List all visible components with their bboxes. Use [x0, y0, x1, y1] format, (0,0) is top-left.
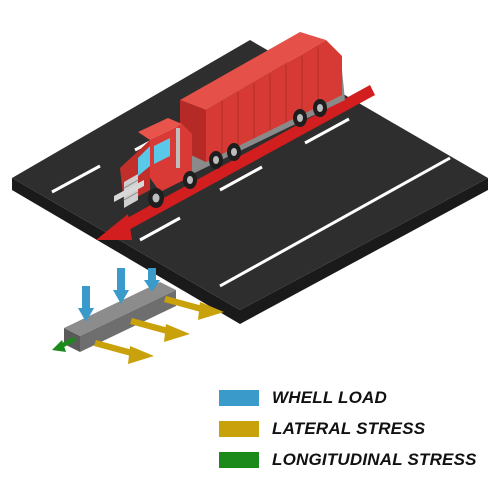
trailer-top: [180, 32, 326, 110]
direction-arrow: [120, 85, 375, 232]
direction-arrow-head: [96, 214, 132, 240]
cab-roof: [138, 118, 182, 140]
lateral-stress-swatch: [219, 421, 259, 437]
lateral-stress-arrow: [130, 318, 190, 342]
legend-item-longitudinal-stress: LONGITUDINAL STRESS: [219, 450, 477, 470]
lateral-stress-arrows: [94, 296, 224, 364]
wheel-load-arrow: [78, 286, 94, 322]
beam-side: [80, 290, 176, 352]
wheel-load-arrows: [78, 268, 160, 322]
trailer-side: [206, 40, 342, 162]
truck-icon: [114, 32, 345, 208]
lateral-stress-label: LATERAL STRESS: [272, 419, 426, 438]
wheel-load-label: WHELL LOAD: [272, 388, 388, 407]
legend-item-lateral-stress: LATERAL STRESS: [219, 419, 425, 439]
longitudinal-stress-swatch: [219, 452, 259, 468]
cab-side: [150, 124, 192, 192]
wheel-load-arrow: [113, 268, 129, 304]
longitudinal-stress-label: LONGITUDINAL STRESS: [272, 450, 477, 469]
wheel-load-arrow: [144, 268, 160, 292]
beam-top: [64, 282, 176, 336]
wheel-load-swatch: [219, 390, 259, 406]
legend-item-wheel-load: WHELL LOAD: [219, 388, 387, 408]
longitudinal-stress-arrow: [52, 337, 76, 352]
lateral-stress-arrow: [164, 296, 224, 320]
lateral-stress-arrow: [94, 340, 154, 364]
windshield: [138, 146, 150, 176]
